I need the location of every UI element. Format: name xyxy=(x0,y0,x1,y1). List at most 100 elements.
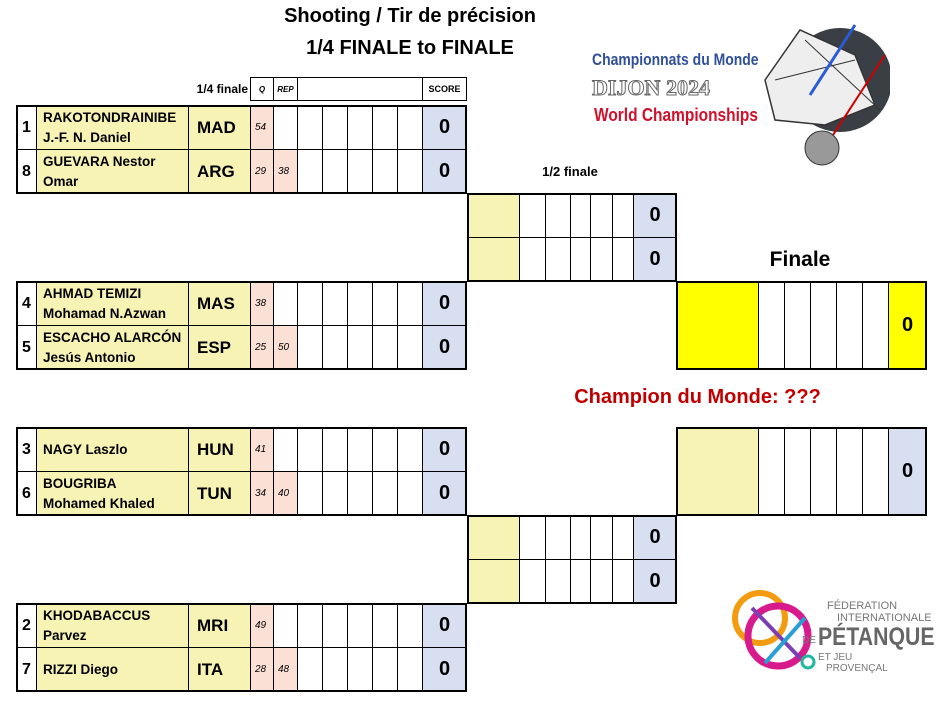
country-code: ESP xyxy=(188,325,251,370)
match-score: 0 xyxy=(422,325,467,370)
end-cell[interactable] xyxy=(397,325,423,370)
end-cell[interactable] xyxy=(297,471,323,516)
end-cell[interactable] xyxy=(322,281,348,326)
end-cell[interactable] xyxy=(322,647,348,692)
end-cell[interactable] xyxy=(397,647,423,692)
end-cell[interactable] xyxy=(347,325,373,370)
end-cell[interactable] xyxy=(519,559,546,604)
end-cell[interactable] xyxy=(397,149,423,194)
end-cell[interactable] xyxy=(297,647,323,692)
match-score: 0 xyxy=(422,149,467,194)
end-cell[interactable] xyxy=(590,193,613,238)
wc-logo-line2: DIJON 2024 xyxy=(592,75,711,101)
end-cell[interactable] xyxy=(545,193,571,238)
match-score: 0 xyxy=(422,471,467,516)
end-cell[interactable] xyxy=(347,647,373,692)
qualif-score: 49 xyxy=(250,603,274,648)
end-cell[interactable] xyxy=(784,281,811,370)
end-cell[interactable] xyxy=(347,603,373,648)
end-cell[interactable] xyxy=(372,427,398,472)
player-name1: RIZZI Diego xyxy=(43,661,118,677)
end-cell[interactable] xyxy=(322,427,348,472)
end-cell[interactable] xyxy=(810,427,837,516)
end-cell[interactable] xyxy=(297,281,323,326)
end-cell[interactable] xyxy=(519,515,546,560)
seed-number: 3 xyxy=(16,427,37,472)
seed-number: 2 xyxy=(16,603,37,648)
final-score: 0 xyxy=(888,281,927,370)
end-cell[interactable] xyxy=(322,149,348,194)
end-cell[interactable] xyxy=(758,427,785,516)
fipjp-logo: FÉDERATION INTERNATIONALE DE PÉTANQUE ET… xyxy=(730,588,935,683)
end-cell[interactable] xyxy=(570,559,591,604)
rep-score: 40 xyxy=(273,471,298,516)
end-cell[interactable] xyxy=(372,105,398,150)
rep-score xyxy=(273,281,298,326)
end-cell[interactable] xyxy=(836,281,863,370)
end-cell[interactable] xyxy=(372,603,398,648)
seed-number: 7 xyxy=(16,647,37,692)
country-code: HUN xyxy=(188,427,251,472)
end-cell[interactable] xyxy=(519,237,546,282)
end-cell[interactable] xyxy=(322,471,348,516)
end-cell[interactable] xyxy=(519,193,546,238)
end-cell[interactable] xyxy=(372,281,398,326)
end-cell[interactable] xyxy=(397,427,423,472)
end-cell[interactable] xyxy=(297,603,323,648)
end-cell[interactable] xyxy=(372,149,398,194)
end-cell[interactable] xyxy=(297,105,323,150)
end-cell[interactable] xyxy=(545,559,571,604)
end-cell[interactable] xyxy=(862,281,889,370)
qualif-score: 28 xyxy=(250,647,274,692)
end-cell[interactable] xyxy=(612,237,634,282)
end-cell[interactable] xyxy=(347,427,373,472)
end-cell[interactable] xyxy=(590,515,613,560)
wc-logo: Championnats du Monde DIJON 2024 World C… xyxy=(590,20,890,170)
semi-score: 0 xyxy=(633,515,677,560)
end-cell[interactable] xyxy=(297,149,323,194)
end-cell[interactable] xyxy=(836,427,863,516)
end-cell[interactable] xyxy=(347,149,373,194)
end-cell[interactable] xyxy=(397,281,423,326)
end-cell[interactable] xyxy=(810,281,837,370)
end-cell[interactable] xyxy=(545,237,571,282)
player-name: NAGY Laszlo xyxy=(36,427,189,472)
qualif-score: 25 xyxy=(250,325,274,370)
end-cell[interactable] xyxy=(322,105,348,150)
qualif-score: 34 xyxy=(250,471,274,516)
end-cell[interactable] xyxy=(612,559,634,604)
end-cell[interactable] xyxy=(322,325,348,370)
end-cell[interactable] xyxy=(570,193,591,238)
end-cell[interactable] xyxy=(570,237,591,282)
end-cell[interactable] xyxy=(297,427,323,472)
end-cell[interactable] xyxy=(347,281,373,326)
end-cell[interactable] xyxy=(590,237,613,282)
end-cell[interactable] xyxy=(372,325,398,370)
end-cell[interactable] xyxy=(570,515,591,560)
end-cell[interactable] xyxy=(784,427,811,516)
end-cell[interactable] xyxy=(297,325,323,370)
end-cell[interactable] xyxy=(397,105,423,150)
quarter-label: 1/4 finale xyxy=(196,82,248,96)
end-cell[interactable] xyxy=(347,105,373,150)
end-cell[interactable] xyxy=(612,515,634,560)
title-line1: Shooting / Tir de précision xyxy=(284,5,536,27)
end-cell[interactable] xyxy=(590,559,613,604)
end-cell[interactable] xyxy=(322,603,348,648)
boar-emblem-icon xyxy=(764,24,890,166)
match-score: 0 xyxy=(422,647,467,692)
player-name1: GUEVARA Nestor xyxy=(43,153,156,169)
end-cell[interactable] xyxy=(347,471,373,516)
end-cell[interactable] xyxy=(612,193,634,238)
seed-number: 5 xyxy=(16,325,37,370)
end-cell[interactable] xyxy=(372,471,398,516)
end-cell[interactable] xyxy=(372,647,398,692)
end-cell[interactable] xyxy=(545,515,571,560)
player-name2: Omar xyxy=(43,173,79,189)
rep-score xyxy=(273,603,298,648)
end-cell[interactable] xyxy=(862,427,889,516)
end-cell[interactable] xyxy=(397,603,423,648)
end-cell[interactable] xyxy=(397,471,423,516)
end-cell[interactable] xyxy=(758,281,785,370)
